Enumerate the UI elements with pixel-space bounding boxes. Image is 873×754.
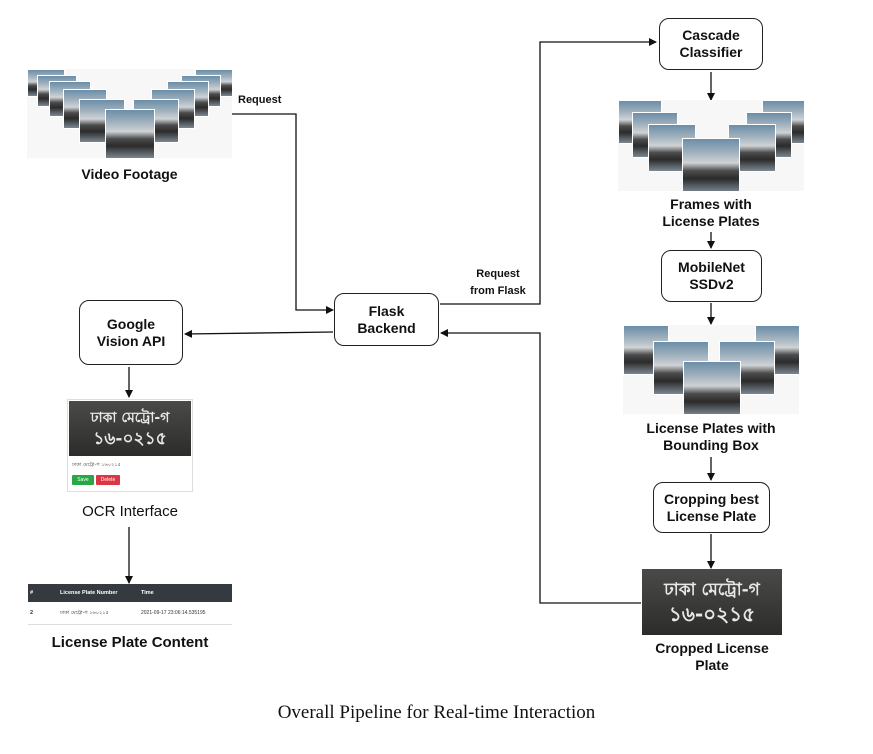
plates-bounding-box-label: License Plates with Bounding Box bbox=[646, 420, 776, 453]
ocr-delete-button[interactable]: Delete bbox=[96, 475, 120, 485]
arrow-flask-to-cascade bbox=[440, 38, 657, 305]
video-footage-label: Video Footage bbox=[81, 166, 178, 182]
cascade-classifier-node: Cascade Classifier bbox=[659, 18, 763, 70]
ocr-plate-line2: ১৬-০২১৫ bbox=[93, 428, 167, 449]
table-cell: 2021-09-17 23:06:14.535195 bbox=[141, 610, 206, 616]
table-header-row: # License Plate Number Time bbox=[28, 584, 232, 602]
table-cell: ঢাকা মেট্রো-গ ১৬০২১৫ bbox=[60, 610, 109, 616]
figure-caption: Overall Pipeline for Real-time Interacti… bbox=[277, 702, 596, 723]
mobilenet-ssdv2-node: MobileNet SSDv2 bbox=[661, 250, 762, 302]
table-cell: 2 bbox=[30, 610, 34, 616]
flask-backend-node: Flask Backend bbox=[334, 293, 439, 346]
plates-bounding-box-image bbox=[623, 325, 799, 414]
arrow-video-to-flask bbox=[232, 113, 334, 314]
ocr-plate-line1: ঢাকা মেট্রো-গ bbox=[90, 409, 170, 426]
ocr-recognized-text: ঢাকা মেট্রো-গ ১৬০২১৫ bbox=[72, 462, 121, 468]
cropped-plate-line2: ১৬-০২১৫ bbox=[668, 602, 756, 626]
bbox-frame-image bbox=[683, 361, 741, 414]
table-header-cell: License Plate Number bbox=[60, 590, 118, 596]
table-header-cell: Time bbox=[141, 590, 154, 596]
video-footage-image bbox=[27, 69, 232, 158]
ocr-save-button[interactable]: Save bbox=[72, 475, 94, 485]
ocr-interface-image: ঢাকা মেট্রো-গ ১৬-০২১৫ ঢাকা মেট্রো-গ ১৬০২… bbox=[67, 399, 193, 492]
arrow-cropped-to-flask bbox=[440, 329, 641, 604]
frames-with-plates-label: Frames with License Plates bbox=[662, 196, 760, 229]
video-frame bbox=[105, 109, 155, 158]
ocr-interface-label: OCR Interface bbox=[82, 503, 178, 520]
table-row: 2 ঢাকা মেট্রো-গ ১৬০২১৫ 2021-09-17 23:06:… bbox=[28, 602, 232, 625]
cropped-plate-image: ঢাকা মেট্রো-গ ১৬-০২১৫ bbox=[642, 569, 782, 635]
plate-content-label: License Plate Content bbox=[51, 634, 209, 651]
request-from-flask-edge-label: Request from Flask bbox=[470, 268, 526, 297]
ocr-plate-image: ঢাকা মেট্রো-গ ১৬-০২১৫ bbox=[69, 401, 191, 456]
cropped-plate-line1: ঢাকা মেট্রো-গ bbox=[664, 580, 760, 600]
cropped-plate-label: Cropped License Plate bbox=[655, 640, 769, 673]
google-vision-api-node: Google Vision API bbox=[79, 300, 183, 365]
request-edge-label: Request bbox=[238, 94, 282, 106]
table-header-cell: # bbox=[30, 590, 34, 596]
frame-image bbox=[682, 138, 740, 191]
frames-with-plates-image bbox=[618, 100, 804, 191]
arrow-flask-to-google bbox=[184, 329, 334, 338]
cropping-best-plate-node: Cropping best License Plate bbox=[653, 482, 770, 533]
license-plate-table: # License Plate Number Time 2 ঢাকা মেট্র… bbox=[28, 584, 232, 629]
